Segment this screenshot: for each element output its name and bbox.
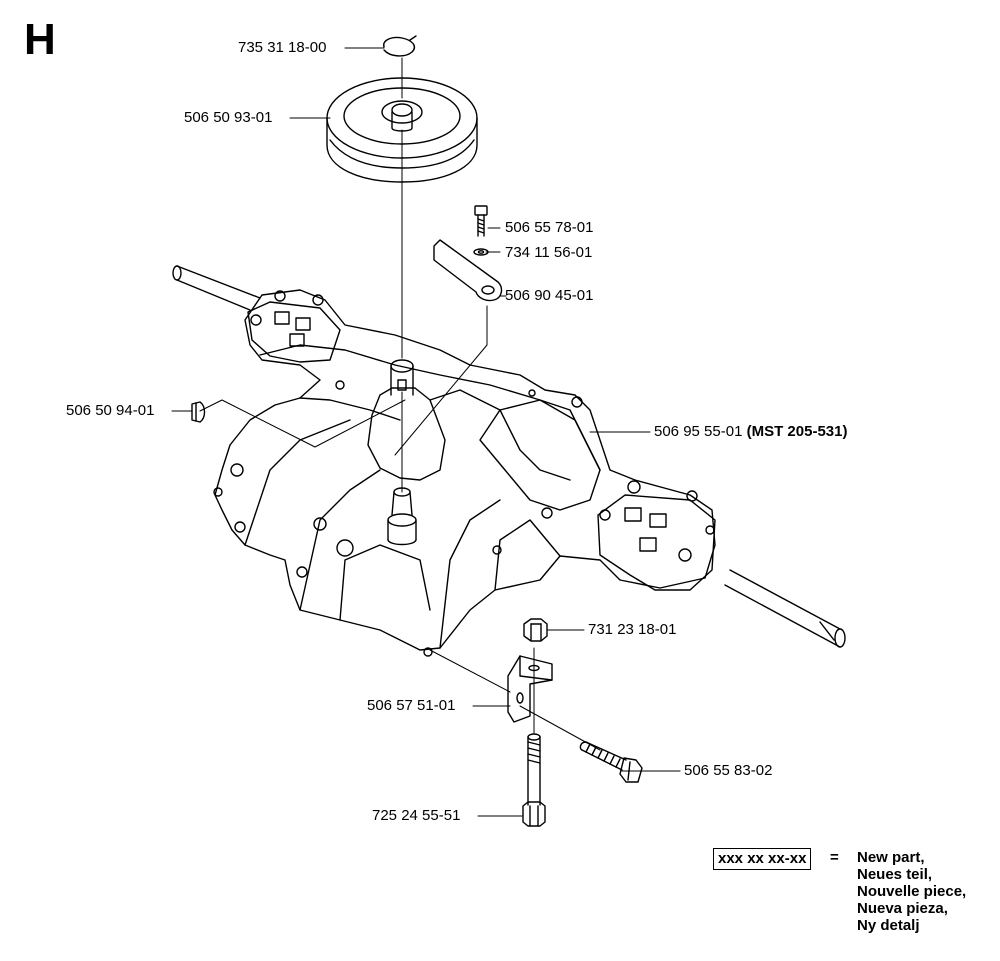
- bracket-drawing: [507, 655, 553, 723]
- part-number: 506 55 83-02: [684, 762, 773, 779]
- part-note: (MST 205-531): [746, 423, 848, 440]
- part-label-top-bolt[interactable]: 506 55 78-01: [505, 220, 593, 235]
- part-label-bottom-screw[interactable]: 725 24 55-51: [372, 808, 460, 823]
- part-label-bracket[interactable]: 506 57 51-01: [367, 698, 455, 713]
- part-number: 506 55 78-01: [505, 219, 594, 236]
- part-number: 506 90 45-01: [505, 287, 594, 304]
- top-bolt-drawing: [473, 205, 489, 256]
- legend-code-box: xxx xx xx-xx: [713, 848, 812, 870]
- part-label-pulley[interactable]: 506 50 93-01: [184, 110, 272, 125]
- part-label-nut[interactable]: 731 23 18-01: [588, 622, 676, 637]
- part-label-transaxle[interactable]: 506 95 55-01 (MST 205-531): [654, 424, 847, 439]
- circlip-drawing: [383, 35, 417, 57]
- legend-meaning: Neues teil,: [857, 866, 933, 883]
- pulley-drawing: [326, 77, 478, 183]
- arm-drawing: [433, 239, 503, 302]
- part-label-washer[interactable]: 734 11 56-01: [505, 245, 592, 260]
- part-label-arm[interactable]: 506 90 45-01: [505, 288, 593, 303]
- part-number: 734 11 56-01: [505, 244, 593, 261]
- part-number: 506 50 93-01: [184, 109, 273, 126]
- part-number: 731 23 18-01: [588, 621, 677, 638]
- part-label-key[interactable]: 506 50 94-01: [66, 403, 154, 418]
- transaxle-drawing: [172, 265, 846, 657]
- nut-drawing: [523, 618, 548, 642]
- part-number: 506 95 55-01: [654, 423, 743, 440]
- part-label-side-screw[interactable]: 506 55 83-02: [684, 763, 772, 778]
- legend-meaning: Nueva pieza,: [857, 900, 948, 917]
- section-letter: H: [24, 15, 56, 64]
- part-number: 506 50 94-01: [66, 402, 155, 419]
- legend-meaning: Ny detalj: [857, 917, 920, 934]
- legend-meaning: New part,: [857, 849, 925, 866]
- key-drawing: [191, 401, 206, 423]
- legend-equals: =: [830, 849, 839, 866]
- legend-meanings: New part, Neues teil, Nouvelle piece, Nu…: [857, 849, 966, 934]
- legend-meaning: Nouvelle piece,: [857, 883, 967, 900]
- part-number: 506 57 51-01: [367, 697, 456, 714]
- part-number: 735 31 18-00: [238, 39, 327, 56]
- side-screw-drawing: [579, 741, 643, 783]
- bottom-screw-drawing: [522, 733, 546, 827]
- part-label-circlip[interactable]: 735 31 18-00: [238, 40, 326, 55]
- part-number: 725 24 55-51: [372, 807, 461, 824]
